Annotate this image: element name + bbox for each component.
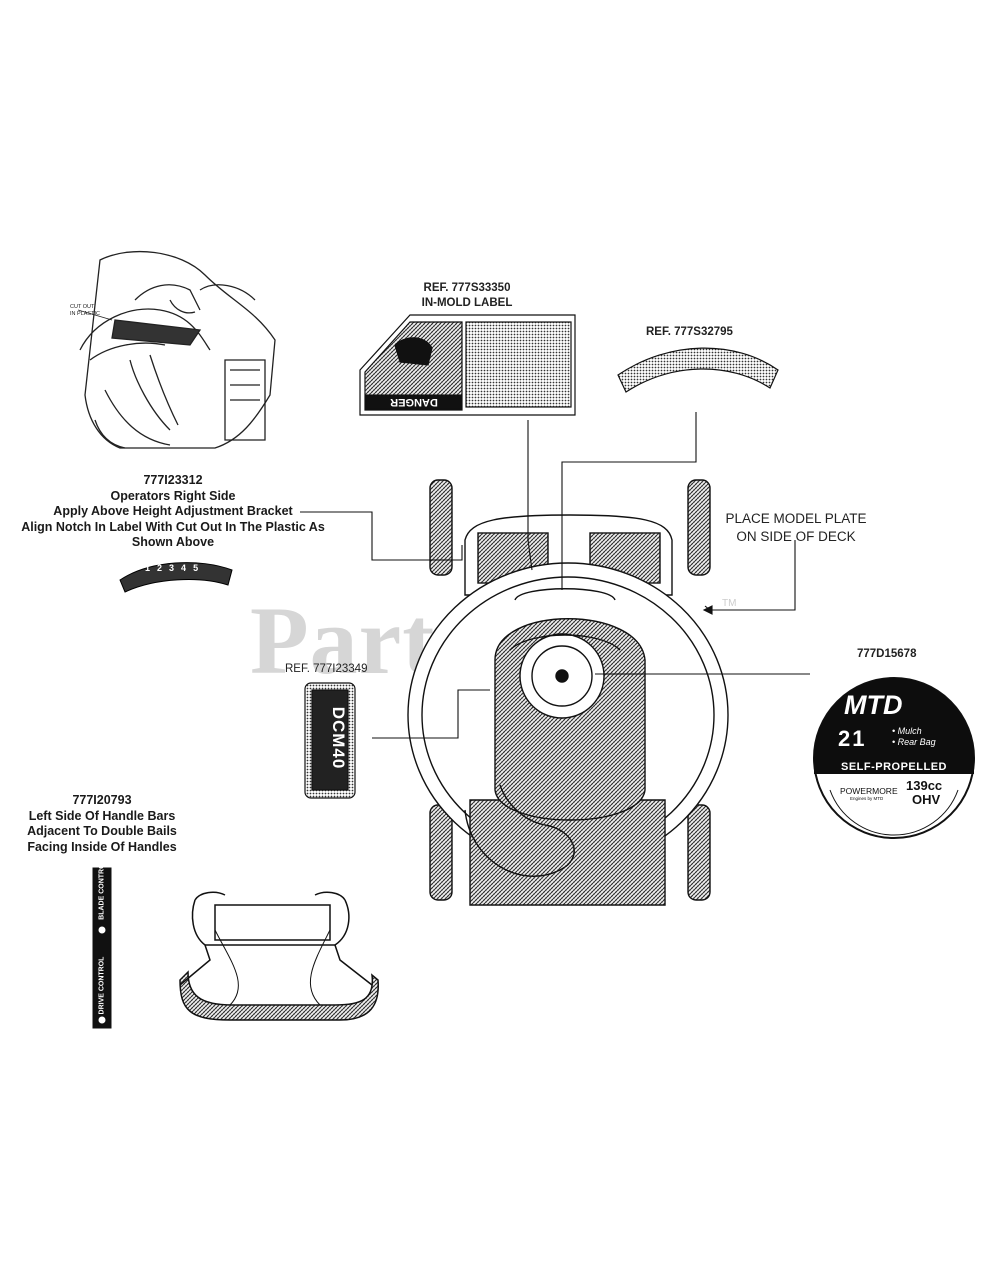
part-777i20793-line-3: Facing Inside Of Handles (27, 839, 177, 854)
height-digit-4: 4 (181, 563, 194, 573)
mtd-cc: 139cc (906, 778, 943, 793)
handle-bail-sketch (179, 891, 379, 1021)
part-777i20793-line-2: Adjacent To Double Bails (27, 824, 177, 838)
ref-777i23349: REF. 777I23349 (285, 663, 368, 675)
in-mold-label-text: IN-MOLD LABEL (421, 297, 513, 309)
model-plate-line-1: PLACE MODEL PLATE (725, 511, 867, 526)
cut-out-line-2: IN PLASTIC (70, 311, 100, 317)
mtd-size: 21 (838, 726, 867, 751)
mtd-features: • Mulch • Rear Bag (892, 726, 936, 748)
ref-danger-label: REF. 777S33350 (423, 282, 511, 294)
mtd-brand: MTD (844, 690, 903, 720)
danger-label (359, 314, 576, 416)
control-strip (92, 867, 112, 1029)
part-777i23312-line-1: Operators Right Side (110, 488, 236, 503)
mower-top-view (407, 479, 729, 906)
part-777i23312-line-3: Align Notch In Label With Cut Out In The… (21, 519, 325, 534)
mtd-ohv: OHV (912, 792, 941, 807)
danger-word: DANGER (390, 396, 438, 408)
handle-bracket-sketch (77, 250, 276, 449)
part-777i23312-line-4: Shown Above (131, 535, 215, 549)
model-plate-note: PLACE MODEL PLATE ON SIDE OF DECK (716, 510, 876, 546)
part-777i23312-callout: 777I23312 Operators Right Side Apply Abo… (0, 473, 346, 551)
part-777i23312-line-2: Apply Above Height Adjustment Bracket (53, 504, 293, 518)
mtd-feature-mulch: • Mulch (892, 726, 922, 736)
height-digit-2: 2 (157, 563, 170, 573)
arc-label (617, 347, 779, 393)
leader-lines (300, 412, 810, 739)
height-digit-5: 5 (193, 563, 206, 573)
mtd-drive: SELF-PROPELLED (840, 761, 947, 773)
dcm-label-text: DCM40 (329, 706, 348, 770)
mtd-feature-rear-bag: • Rear Bag (892, 737, 936, 747)
control-strip-blade: BLADE CONTROL (98, 859, 106, 920)
part-777i20793-number: 777I20793 (72, 793, 132, 807)
part-777d15678-number: 777D15678 (857, 648, 917, 660)
part-777i23312-number: 777I23312 (143, 473, 203, 487)
dcm-label (304, 682, 356, 799)
control-strip-drive: DRIVE CONTROL (98, 956, 106, 1015)
height-label (119, 562, 233, 593)
ref-arc-label: REF. 777S32795 (646, 326, 733, 338)
part-777i20793-line-1: Left Side Of Handle Bars (28, 808, 176, 823)
height-digit-1: 1 (145, 563, 158, 573)
watermark-tm: TM (722, 598, 737, 609)
cut-out-line-1: CUT OUT (70, 304, 95, 310)
mtd-engine-brand: POWERMORE (840, 786, 898, 796)
height-label-digits: 12345 (145, 563, 205, 573)
height-digit-3: 3 (169, 563, 182, 573)
model-plate-line-2: ON SIDE OF DECK (736, 529, 856, 544)
mtd-engine-sub: Engines by MTD (850, 796, 884, 801)
part-777i20793-callout: 777I20793 Left Side Of Handle Bars Adjac… (0, 793, 204, 855)
mtd-label (813, 677, 975, 839)
cut-out-note: CUT OUT IN PLASTIC (70, 304, 100, 318)
